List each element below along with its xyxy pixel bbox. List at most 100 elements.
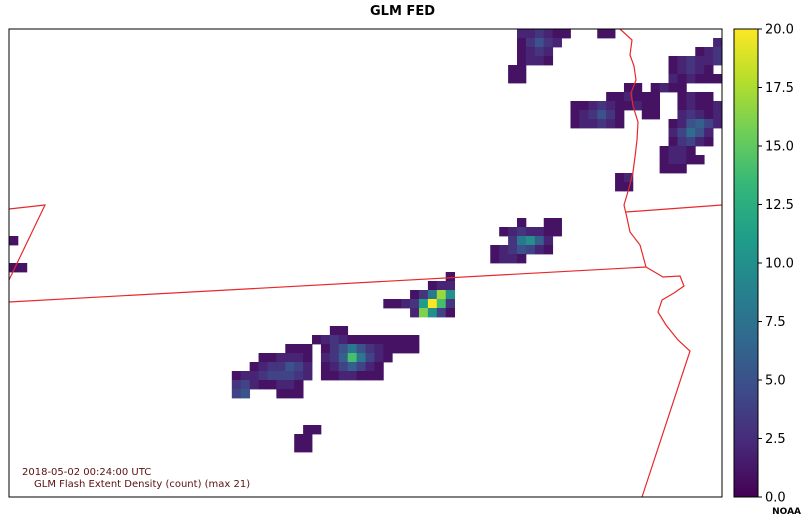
fed-cell	[677, 137, 687, 147]
fed-cell	[597, 29, 607, 39]
colorbar-tick-label: 15.0	[765, 140, 794, 155]
fed-cell	[668, 146, 678, 156]
fed-cell	[704, 47, 714, 57]
fed-cell	[285, 344, 295, 354]
fed-cell	[695, 47, 705, 57]
fed-cell	[543, 47, 554, 57]
fed-cell	[677, 128, 687, 138]
fed-cell	[9, 236, 19, 246]
fed-cell	[240, 380, 251, 390]
fed-cell	[499, 254, 509, 264]
fed-cell	[623, 92, 634, 102]
fed-cell	[365, 335, 375, 345]
fed-cell	[347, 353, 357, 363]
fed-cell	[686, 155, 696, 165]
fed-cell	[329, 371, 340, 381]
fed-cell	[615, 119, 625, 129]
fed-cell	[312, 335, 322, 345]
fed-cell	[517, 47, 527, 57]
fed-cell	[615, 92, 625, 102]
fed-cell	[312, 425, 322, 435]
fed-cell	[686, 92, 696, 102]
colorbar-tick-label: 7.5	[765, 315, 786, 330]
fed-cell	[668, 74, 678, 84]
plot-frame	[8, 28, 723, 498]
fed-cell	[525, 227, 536, 237]
fed-cell	[276, 362, 286, 372]
fed-cell	[579, 110, 589, 120]
fed-cell	[543, 29, 554, 39]
fed-cell	[686, 128, 696, 138]
fed-cell	[329, 335, 340, 345]
fed-cell	[285, 389, 295, 399]
fed-cell	[623, 173, 634, 183]
fed-cell	[9, 263, 19, 273]
fed-cell	[392, 344, 402, 354]
fed-cell	[659, 164, 669, 174]
fed-cell	[410, 335, 420, 345]
fed-cell	[249, 371, 259, 381]
fed-cell	[713, 110, 722, 120]
fed-cell	[588, 110, 598, 120]
fed-cell	[579, 119, 589, 129]
state-boundary	[9, 266, 647, 303]
fed-cell	[650, 110, 661, 120]
fed-cell	[606, 92, 616, 102]
fed-cell	[347, 371, 357, 381]
fed-cell	[267, 380, 277, 390]
product-label: GLM Flash Extent Density (count) (max 21…	[34, 479, 251, 490]
fed-cell	[383, 344, 393, 354]
fed-cell	[418, 290, 429, 300]
fed-cell	[668, 155, 678, 165]
fed-cell	[445, 299, 456, 309]
fed-cell	[365, 353, 375, 363]
fed-cell	[347, 335, 357, 345]
state-boundary	[9, 204, 47, 281]
fed-cell	[525, 56, 536, 66]
fed-cell	[401, 299, 411, 309]
fed-cell	[517, 218, 527, 228]
fed-cell	[508, 254, 518, 264]
fed-cell	[320, 344, 331, 354]
fed-cell	[668, 137, 678, 147]
state-boundaries	[9, 29, 722, 497]
fed-cell	[570, 101, 580, 111]
fed-cell	[695, 74, 705, 84]
fed-cell	[534, 38, 545, 48]
colorbar-tick-label: 2.5	[765, 432, 786, 447]
fed-cell	[356, 362, 366, 372]
colorbar-tick-label: 20.0	[765, 23, 794, 38]
fed-cell	[686, 110, 696, 120]
fed-cell	[285, 380, 295, 390]
fed-cell	[329, 326, 340, 336]
fed-cell	[659, 83, 669, 93]
fed-cell	[525, 245, 536, 255]
fed-cell	[517, 236, 527, 246]
fed-cell	[517, 29, 527, 39]
fed-cell	[320, 353, 331, 363]
fed-cell	[677, 146, 687, 156]
fed-cell	[445, 272, 456, 282]
fed-cell	[704, 65, 714, 75]
fed-cell	[231, 389, 242, 399]
fed-cell	[632, 101, 643, 111]
fed-cell	[338, 326, 349, 336]
fed-cell	[267, 362, 277, 372]
fed-cell	[525, 236, 536, 246]
fed-cell	[677, 155, 687, 165]
fed-cell	[517, 65, 527, 75]
fed-cell	[427, 290, 438, 300]
fed-cell	[365, 362, 375, 372]
fed-cell	[561, 29, 571, 39]
fed-cell	[704, 101, 714, 111]
fed-cell	[383, 335, 393, 345]
fed-cell	[303, 371, 313, 381]
fed-cell	[677, 65, 687, 75]
fed-cell	[356, 371, 366, 381]
fed-cell	[401, 335, 411, 345]
fed-cell	[668, 56, 678, 66]
fed-cell	[508, 227, 518, 237]
chart-title: GLM FED	[370, 4, 435, 19]
fed-cell	[695, 119, 705, 129]
fed-cell	[704, 137, 714, 147]
